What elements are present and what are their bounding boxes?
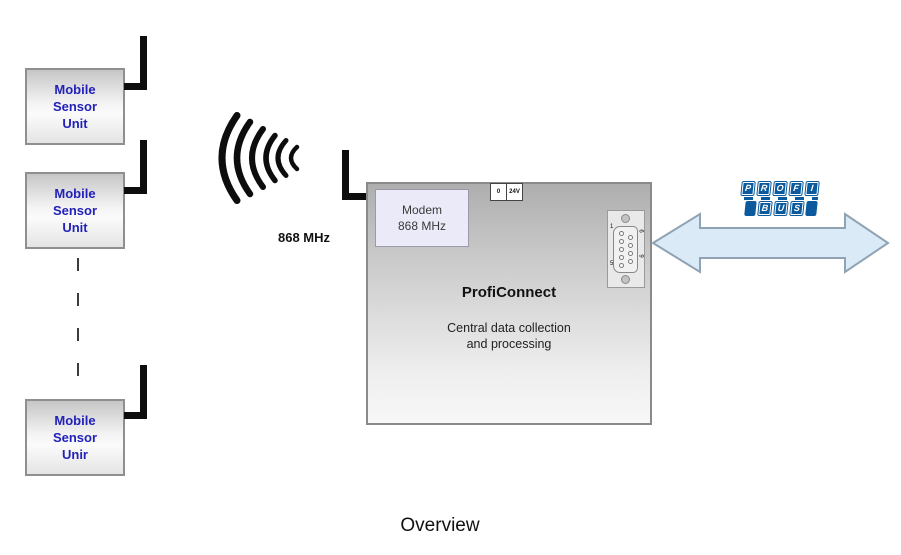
label-line: Unit	[62, 116, 88, 131]
mobile-sensor-unit-2-label: Mobile Sensor Unit	[53, 185, 97, 236]
logo-bus-bar	[743, 197, 819, 200]
mobile-sensor-unit-2: Mobile Sensor Unit	[25, 172, 125, 249]
diagram-caption: Overview	[400, 515, 480, 536]
pin-6-label: 6	[637, 229, 644, 233]
mobile-sensor-unit-3-label: Mobile Sensor Unir	[53, 412, 97, 463]
antenna-icon	[140, 365, 147, 418]
logo-letter-tile: R	[756, 181, 772, 196]
pin-9-label: 9	[637, 254, 644, 258]
description-line: Central data collection	[447, 321, 571, 335]
antenna-icon	[342, 150, 349, 200]
antenna-feed-line	[124, 412, 147, 419]
label-line: 868 MHz	[397, 219, 447, 233]
db9-connector-icon: 1 6 5 9	[607, 210, 645, 288]
more-units-dashed-line	[77, 258, 79, 390]
label-line: Mobile	[54, 186, 96, 201]
label-line: Unir	[61, 447, 88, 462]
antenna-icon	[140, 36, 147, 89]
description-line: and processing	[466, 337, 552, 351]
pin-icon	[628, 235, 633, 240]
proficonnect-description: Central data collection and processing	[368, 320, 650, 352]
profibus-double-arrow-icon	[651, 212, 890, 274]
pin-icon	[628, 243, 633, 248]
screw-hole-icon	[621, 275, 630, 284]
mobile-sensor-unit-1: Mobile Sensor Unit	[25, 68, 125, 145]
frequency-label: 868 MHz	[277, 230, 331, 245]
proficonnect-title: ProfiConnect	[461, 284, 557, 301]
proficonnect-unit: Modem 868 MHz 0 24V ProfiConnect Central…	[366, 182, 652, 425]
label-line: Sensor	[52, 99, 98, 114]
profibus-logo: P R O F I B U S	[738, 181, 820, 216]
antenna-feed-line	[124, 83, 147, 90]
logo-end-cap	[805, 201, 818, 216]
dsub-shell	[613, 226, 638, 273]
modem-label: Modem 868 MHz	[398, 202, 446, 234]
pin-icon	[619, 247, 624, 252]
mobile-sensor-unit-1-label: Mobile Sensor Unit	[53, 81, 97, 132]
logo-end-cap	[744, 201, 757, 216]
pin-1-label: 1	[610, 224, 614, 230]
pin-icon	[619, 231, 624, 236]
label-line: Sensor	[52, 430, 98, 445]
logo-letter-tile: U	[773, 201, 789, 216]
pin-icon	[619, 263, 624, 268]
logo-letter-tile: B	[757, 201, 773, 216]
modem-module: Modem 868 MHz	[375, 189, 469, 247]
label-line: Mobile	[54, 82, 96, 97]
antenna-feed-line	[124, 187, 147, 194]
antenna-icon	[140, 140, 147, 193]
label-line: Sensor	[52, 203, 98, 218]
pin-5-label: 5	[610, 261, 614, 267]
pin-icon	[619, 239, 624, 244]
profibus-logo-bottom-row: B U S	[744, 201, 818, 216]
logo-letter-tile: S	[789, 201, 805, 216]
logo-letter-tile: P	[740, 181, 756, 196]
terminal-24v: 24V	[506, 184, 522, 200]
profibus-logo-top-row: P R O F I	[740, 181, 820, 196]
label-line: Mobile	[54, 413, 96, 428]
antenna-feed-line	[342, 193, 369, 200]
logo-letter-tile: F	[788, 181, 804, 196]
mobile-sensor-unit-3: Mobile Sensor Unir	[25, 399, 125, 476]
terminal-0: 0	[496, 189, 501, 195]
logo-letter-tile: O	[772, 181, 788, 196]
pin-icon	[619, 255, 624, 260]
radio-waves-icon	[218, 112, 300, 204]
label-line: Modem	[401, 203, 442, 217]
label-line: Unit	[62, 220, 88, 235]
power-terminal-block: 0 24V	[490, 183, 523, 201]
screw-hole-icon	[621, 214, 630, 223]
pin-icon	[628, 259, 633, 264]
logo-letter-tile: I	[804, 181, 820, 196]
pin-icon	[628, 251, 633, 256]
